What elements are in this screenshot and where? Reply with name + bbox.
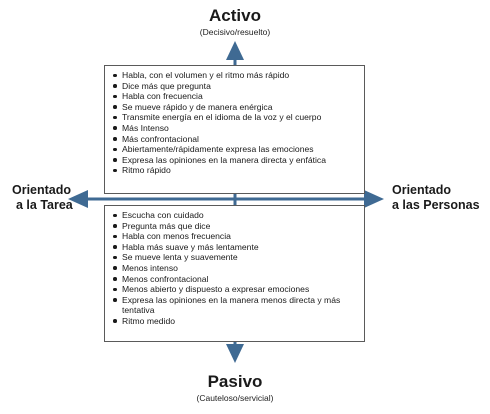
list-item: Habla más suave y más lentamente — [113, 242, 360, 253]
list-item: Habla con frecuencia — [113, 91, 360, 102]
left-pole-line-1: Orientado — [12, 183, 72, 197]
list-item: Menos abierto y dispuesto a expresar emo… — [113, 284, 360, 295]
list-item: Menos intenso — [113, 263, 360, 274]
list-item: Se mueve lenta y suavemente — [113, 252, 360, 263]
active-traits-list: Habla, con el volumen y el ritmo más ráp… — [113, 70, 360, 176]
bottom-pole-title: Pasivo — [207, 372, 263, 391]
list-item: Habla con menos frecuencia — [113, 231, 360, 242]
list-item: Más Intenso — [113, 123, 360, 134]
list-item: Escucha con cuidado — [113, 210, 360, 221]
arrow-down-icon — [226, 344, 244, 363]
passive-traits-box: Escucha con cuidado Pregunta más que dic… — [104, 205, 365, 342]
list-item: Más confrontacional — [113, 134, 360, 145]
list-item: Transmite energía en el idioma de la voz… — [113, 112, 360, 123]
list-item: Habla, con el volumen y el ritmo más ráp… — [113, 70, 360, 81]
list-item: Expresa las opiniones en la manera direc… — [113, 155, 360, 166]
bottom-pole-subtitle: (Cauteloso/servicial) — [196, 393, 274, 403]
list-item: Ritmo medido — [113, 316, 360, 327]
passive-traits-list: Escucha con cuidado Pregunta más que dic… — [113, 210, 360, 327]
top-pole-title: Activo — [209, 6, 261, 25]
list-item: Dice más que pregunta — [113, 81, 360, 92]
right-pole-line-2: a las Personas — [392, 198, 480, 212]
list-item: Se mueve rápido y de manera enérgica — [113, 102, 360, 113]
list-item: Menos confrontacional — [113, 274, 360, 285]
arrow-left-icon — [68, 190, 88, 208]
list-item: Pregunta más que dice — [113, 221, 360, 232]
list-item: Ritmo rápido — [113, 165, 360, 176]
top-pole-subtitle: (Decisivo/resuelto) — [199, 27, 271, 37]
left-pole-label: Orientado a la Tarea — [12, 183, 73, 213]
arrow-up-icon — [226, 41, 244, 60]
left-pole-line-2: a la Tarea — [16, 198, 73, 212]
arrow-right-icon — [364, 190, 384, 208]
list-item: Expresa las opiniones en la manera menos… — [113, 295, 360, 316]
right-pole-line-1: Orientado — [392, 183, 452, 197]
active-traits-box: Habla, con el volumen y el ritmo más ráp… — [104, 65, 365, 194]
list-item: Abiertamente/rápidamente expresa las emo… — [113, 144, 360, 155]
right-pole-label: Orientado a las Personas — [392, 183, 480, 213]
